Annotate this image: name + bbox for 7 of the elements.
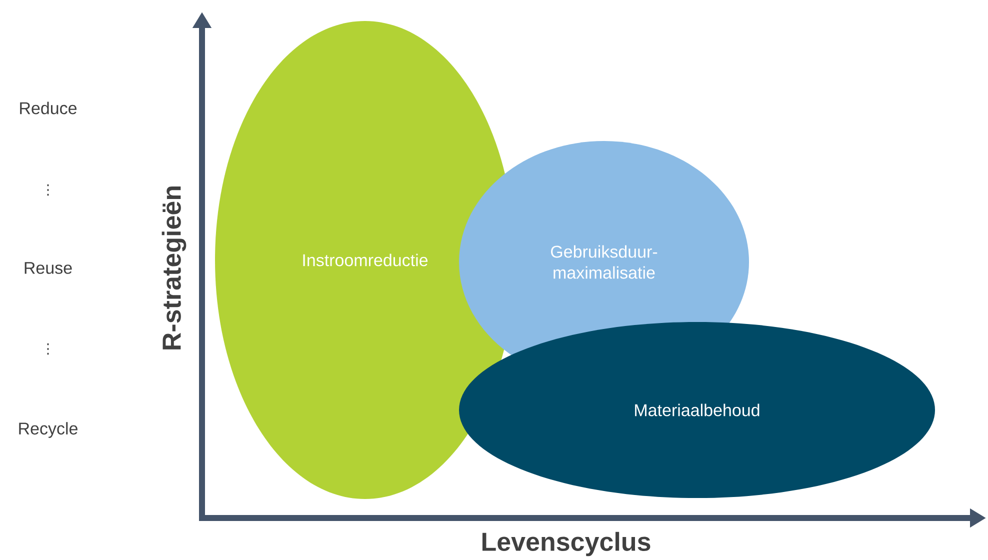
ellipsis-mark: ⋮: [47, 343, 49, 355]
ellipsis-mark: ⋮: [47, 184, 49, 196]
axis-title: R-strategieën: [162, 186, 186, 350]
axis-value-label: Recycle: [19, 422, 78, 438]
axis-value-label: Reduce: [20, 102, 77, 114]
axis-title: Levenscyclus: [482, 532, 650, 556]
axis-value-label: Reuse: [24, 262, 72, 274]
